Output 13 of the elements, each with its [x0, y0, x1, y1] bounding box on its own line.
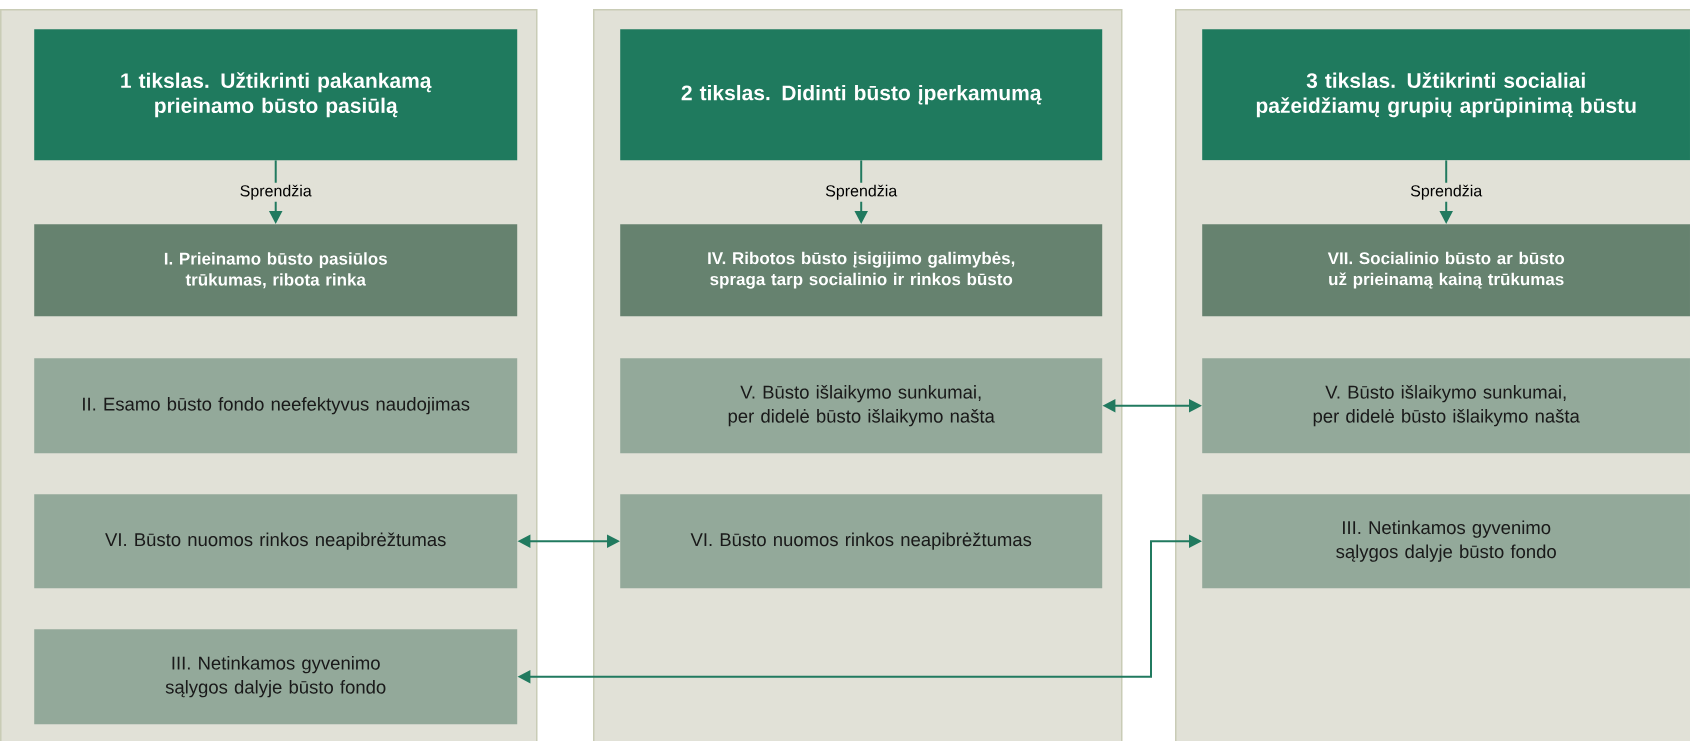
problem-box: I. Prieinamo būsto pasiūlos trūkumas, ribota rinka — [34, 224, 518, 317]
issue-box: III. Netinkamos gyvenimo sąlygos dalyje būsto fondo — [34, 629, 518, 725]
issue-box: VI. Būsto nuomos rinkos neapibrėžtumas — [620, 494, 1103, 589]
goal-box: 3 tikslas. Užtikrinti socialiai pažeidžiamų grupių aprūpinimą būstu — [1202, 29, 1690, 161]
problem-box: VII. Socialinio būsto ar būsto už prieinamą kainą trūkumas — [1202, 224, 1690, 317]
issue-box: II. Esamo būsto fondo neefektyvus naudojimas — [34, 358, 518, 454]
issue-box: VI. Būsto nuomos rinkos neapibrėžtumas — [34, 494, 518, 589]
goal-box: 1 tikslas. Užtikrinti pakankamą prieinamo būsto pasiūlą — [34, 29, 518, 161]
problem-box: IV. Ribotos būsto įsigijimo galimybės, spraga tarp socialinio ir rinkos būsto — [620, 224, 1103, 317]
issue-box: III. Netinkamos gyvenimo sąlygos dalyje būsto fondo — [1202, 494, 1690, 589]
issue-box: V. Būsto išlaikymo sunkumai, per didelė būsto išlaikymo našta — [1202, 358, 1690, 454]
issue-box: V. Būsto išlaikymo sunkumai, per didelė būsto išlaikymo našta — [620, 358, 1103, 454]
goal-box: 2 tikslas. Didinti būsto įperkamumą — [620, 29, 1103, 161]
